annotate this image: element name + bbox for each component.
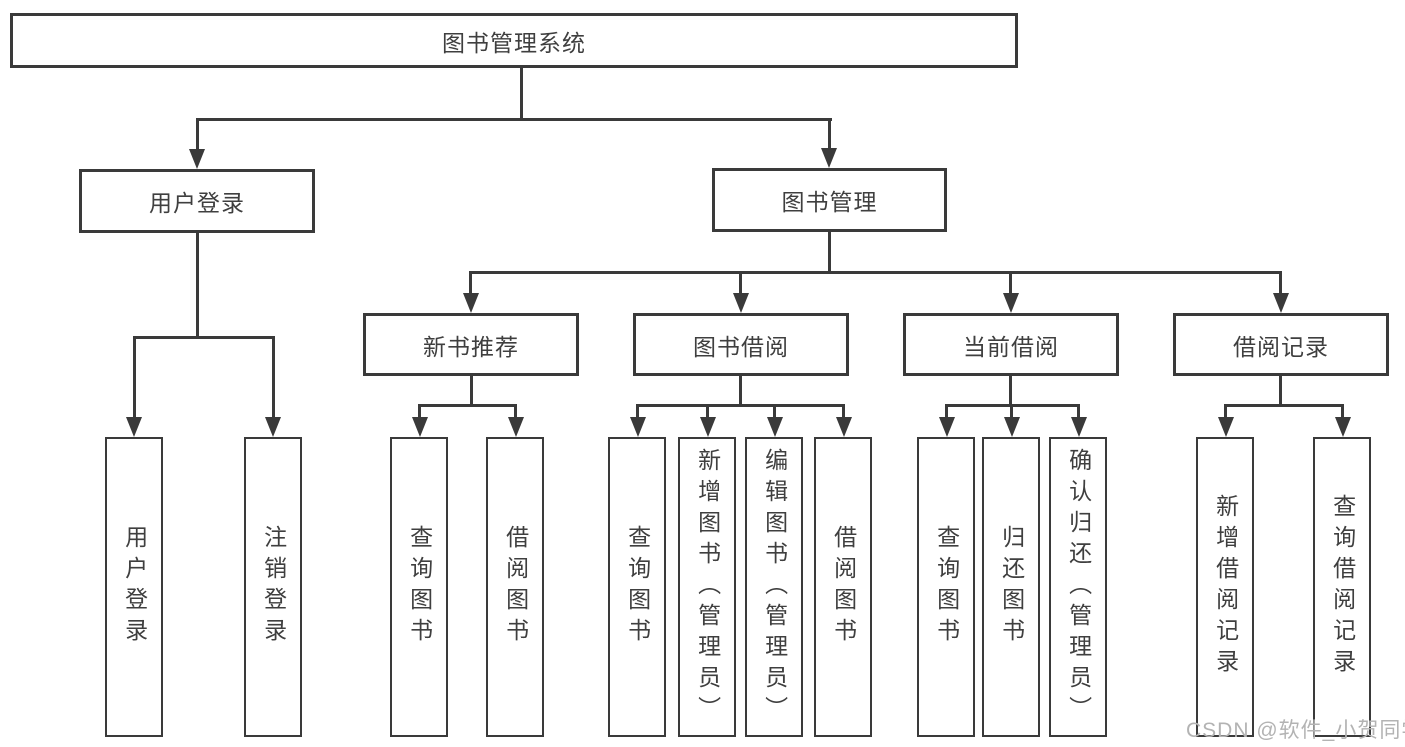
node-logout: 注销登录 bbox=[244, 437, 302, 737]
arrow-down-icon bbox=[1335, 417, 1351, 437]
arrow-down-icon bbox=[265, 417, 281, 437]
connector-line bbox=[272, 336, 275, 419]
node-label: 确认归还（管理员） bbox=[1065, 447, 1092, 727]
node-borrowing-records: 借阅记录 bbox=[1173, 313, 1389, 376]
connector-line bbox=[520, 68, 523, 118]
connector-line bbox=[1279, 376, 1282, 407]
connector-line bbox=[945, 404, 948, 419]
arrow-down-icon bbox=[1003, 293, 1019, 313]
connector-line bbox=[470, 376, 473, 407]
node-book-borrowing: 图书借阅 bbox=[633, 313, 849, 376]
connector-line bbox=[133, 336, 275, 339]
node-root: 图书管理系统 bbox=[10, 13, 1018, 68]
node-label: 注销登录 bbox=[260, 525, 287, 649]
connector-line bbox=[773, 404, 776, 419]
csdn-watermark: CSDN @软件_小贺同学 bbox=[1186, 719, 1405, 742]
arrow-down-icon bbox=[1071, 417, 1087, 437]
arrow-down-icon bbox=[508, 417, 524, 437]
node-label: 新增图书（管理员） bbox=[694, 447, 721, 727]
node-book-management: 图书管理 bbox=[712, 168, 947, 232]
node-add-books-admin: 新增图书（管理员） bbox=[678, 437, 736, 737]
connector-line bbox=[842, 404, 845, 419]
connector-line bbox=[1009, 376, 1012, 407]
arrow-down-icon bbox=[630, 417, 646, 437]
connector-line bbox=[636, 404, 845, 407]
connector-line bbox=[1224, 404, 1227, 419]
connector-line bbox=[739, 271, 742, 297]
arrow-down-icon bbox=[767, 417, 783, 437]
connector-line bbox=[1077, 404, 1080, 419]
connector-line bbox=[1010, 404, 1013, 419]
node-query-books-current: 查询图书 bbox=[917, 437, 975, 737]
node-confirm-return-admin: 确认归还（管理员） bbox=[1049, 437, 1107, 737]
connector-line bbox=[828, 118, 831, 150]
arrow-down-icon bbox=[463, 293, 479, 313]
node-add-borrow-record: 新增借阅记录 bbox=[1196, 437, 1254, 737]
node-label: 归还图书 bbox=[998, 525, 1025, 649]
node-query-books-borrowing: 查询图书 bbox=[608, 437, 666, 737]
node-current-borrowing: 当前借阅 bbox=[903, 313, 1119, 376]
connector-line bbox=[828, 232, 831, 273]
node-label: 查询借阅记录 bbox=[1329, 494, 1356, 680]
node-label: 新增借阅记录 bbox=[1212, 494, 1239, 680]
connector-line bbox=[469, 271, 1282, 274]
node-query-books-recommend: 查询图书 bbox=[390, 437, 448, 737]
connector-line bbox=[1224, 404, 1344, 407]
connector-line bbox=[196, 233, 199, 336]
arrow-down-icon bbox=[1273, 293, 1289, 313]
connector-line bbox=[739, 376, 742, 407]
arrow-down-icon bbox=[821, 148, 837, 168]
node-borrow-books-recommend: 借阅图书 bbox=[486, 437, 544, 737]
connector-line bbox=[706, 404, 709, 419]
node-return-books: 归还图书 bbox=[982, 437, 1040, 737]
arrow-down-icon bbox=[1004, 417, 1020, 437]
node-label: 查询图书 bbox=[406, 525, 433, 649]
connector-line bbox=[196, 118, 199, 151]
arrow-down-icon bbox=[700, 417, 716, 437]
node-query-borrow-record: 查询借阅记录 bbox=[1313, 437, 1371, 737]
node-user-login-leaf: 用户登录 bbox=[105, 437, 163, 737]
connector-line bbox=[133, 336, 136, 419]
connector-line bbox=[514, 404, 517, 419]
node-edit-books-admin: 编辑图书（管理员） bbox=[745, 437, 803, 737]
node-user-login: 用户登录 bbox=[79, 169, 315, 233]
node-label: 用户登录 bbox=[121, 525, 148, 649]
arrow-down-icon bbox=[733, 293, 749, 313]
arrow-down-icon bbox=[1218, 417, 1234, 437]
connector-line bbox=[196, 118, 832, 121]
connector-line bbox=[418, 404, 517, 407]
node-label: 编辑图书（管理员） bbox=[761, 447, 788, 727]
connector-line bbox=[636, 404, 639, 419]
node-label: 查询图书 bbox=[624, 525, 651, 649]
connector-line bbox=[469, 271, 472, 297]
node-borrow-books-borrowing: 借阅图书 bbox=[814, 437, 872, 737]
connector-line bbox=[1009, 271, 1012, 297]
connector-line bbox=[418, 404, 421, 419]
arrow-down-icon bbox=[126, 417, 142, 437]
arrow-down-icon bbox=[939, 417, 955, 437]
node-label: 查询图书 bbox=[933, 525, 960, 649]
node-label: 借阅图书 bbox=[502, 525, 529, 649]
connector-line bbox=[1279, 271, 1282, 297]
connector-line bbox=[1341, 404, 1344, 419]
arrow-down-icon bbox=[189, 149, 205, 169]
arrow-down-icon bbox=[836, 417, 852, 437]
node-label: 借阅图书 bbox=[830, 525, 857, 649]
arrow-down-icon bbox=[412, 417, 428, 437]
node-new-book-recommendation: 新书推荐 bbox=[363, 313, 579, 376]
